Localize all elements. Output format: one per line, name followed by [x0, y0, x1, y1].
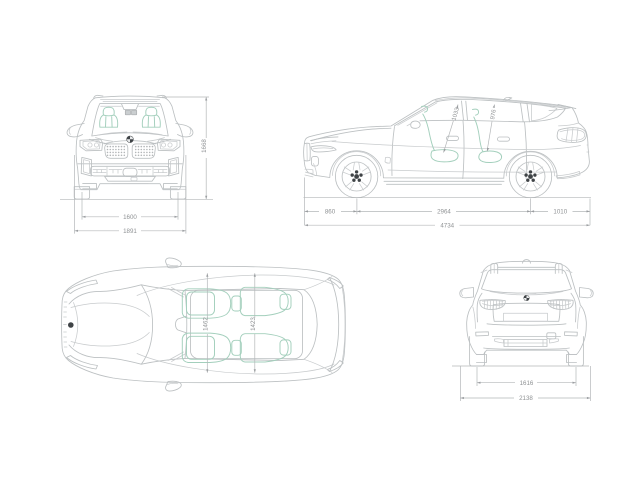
svg-text:1462: 1462 — [202, 317, 209, 331]
svg-text:1033: 1033 — [451, 106, 461, 121]
svg-text:1423: 1423 — [250, 317, 257, 331]
svg-text:1668: 1668 — [201, 139, 208, 153]
svg-text:4734: 4734 — [440, 222, 454, 229]
svg-text:2964: 2964 — [437, 209, 451, 216]
svg-text:1891: 1891 — [123, 228, 137, 235]
svg-text:1600: 1600 — [123, 214, 137, 221]
svg-text:976: 976 — [490, 109, 498, 120]
svg-text:860: 860 — [325, 209, 336, 216]
svg-text:1010: 1010 — [553, 209, 567, 216]
svg-text:1616: 1616 — [520, 380, 534, 387]
svg-text:2138: 2138 — [519, 395, 533, 402]
